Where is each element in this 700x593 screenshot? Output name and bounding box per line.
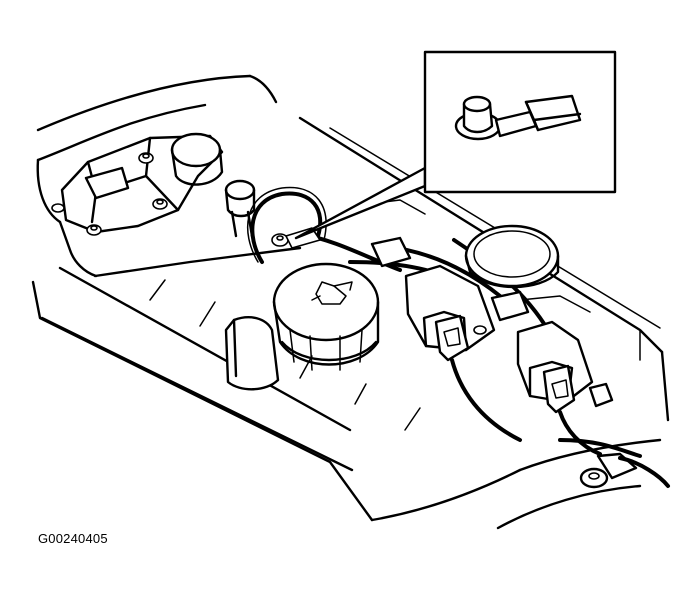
- figure-id-label: G00240405: [38, 531, 108, 546]
- oil-can-icon: [311, 281, 353, 305]
- sensor-and-hoses: [224, 166, 550, 332]
- actuator-assembly: [51, 132, 224, 236]
- bolt-icon: [51, 203, 65, 213]
- bolt-icon: [138, 152, 154, 164]
- bolt-icon: [86, 224, 102, 236]
- ring-terminal-icon: [454, 94, 582, 141]
- connector-right: [516, 320, 614, 456]
- ground-terminal-bottom: [558, 438, 670, 489]
- bolt-icon: [152, 198, 168, 210]
- inset-detail: [423, 50, 617, 194]
- round-cover: [464, 224, 560, 289]
- oil-filler-cap: [224, 262, 380, 391]
- connector-left: [404, 264, 522, 442]
